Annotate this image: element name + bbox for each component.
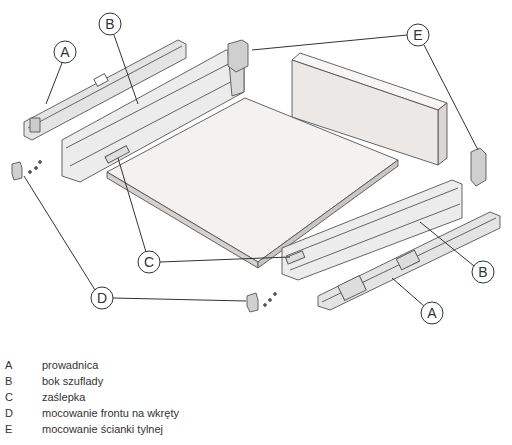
legend-letter: B [5,375,12,388]
legend-letter: E [5,423,12,436]
legend-letter: D [5,407,13,420]
callout-letter: A [421,302,443,324]
callout-letter: D [91,287,113,309]
callout-letter: E [407,24,429,46]
callout-letter: C [138,251,160,273]
legend-text: zaślepka [42,391,85,404]
legend-letter: A [5,359,12,372]
legend-text: mocowanie frontu na wkręty [42,407,179,420]
callout-letter: A [54,41,76,63]
legend-letter: C [5,391,13,404]
legend-text: prowadnica [42,359,98,372]
legend-text: bok szuflady [42,375,103,388]
callout-letter: B [99,13,121,35]
legend-text: mocowanie ścianki tylnej [42,423,163,436]
callout-letter: B [472,261,494,283]
